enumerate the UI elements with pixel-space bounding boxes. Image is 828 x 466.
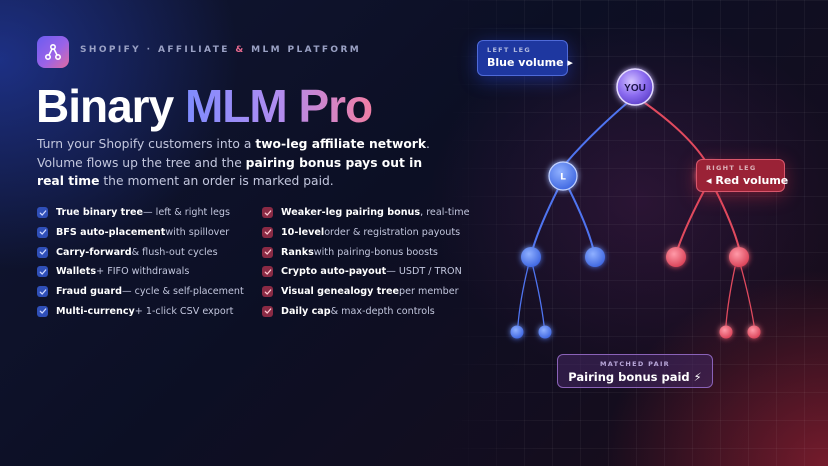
edge-ll-1	[517, 266, 529, 326]
feature-list-left: True binary tree — left & right legs BFS…	[37, 206, 244, 318]
node-root	[616, 68, 654, 106]
node-rl	[666, 247, 686, 267]
right-leg-tag: RIGHT LEG ◂ Red volume	[696, 159, 789, 192]
feature-bold: Visual genealogy tree	[281, 286, 400, 297]
left-leg-tag: LEFT LEG Blue volume ▸	[477, 40, 573, 76]
feature-item: Carry-forward & flush-out cycles	[37, 245, 244, 259]
feature-rest: — USDT / TRON	[386, 266, 462, 278]
brand-eyebrow: SHOPIFY · AFFILIATE & MLM PLATFORM	[80, 45, 361, 55]
matched-pair-tag: MATCHED PAIR Pairing bonus paid ⚡	[557, 354, 713, 388]
node-root-label: YOU	[624, 83, 646, 94]
node-rrr	[747, 325, 761, 339]
matched-pair-title: Pairing bonus paid ⚡	[568, 370, 702, 384]
node-lr	[585, 247, 605, 267]
brand-logo	[37, 36, 69, 68]
check-icon	[37, 246, 48, 258]
node-lll	[510, 325, 524, 339]
node-left	[548, 161, 578, 191]
check-icon	[37, 286, 48, 297]
check-icon	[37, 266, 48, 278]
feature-bold: Carry-forward	[56, 246, 132, 258]
feature-rest: & max-depth controls	[330, 305, 435, 317]
check-icon	[37, 207, 48, 219]
feature-item: True binary tree — left & right legs	[37, 206, 244, 220]
check-icon	[262, 286, 273, 297]
feature-list-right: Weaker-leg pairing bonus, real-time 10-l…	[262, 206, 470, 318]
hero-description: Turn your Shopify customers into a two-l…	[37, 135, 437, 191]
node-rr	[729, 247, 749, 267]
edge-root-left	[565, 102, 628, 164]
feature-item: Crypto auto-payout — USDT / TRON	[262, 265, 470, 279]
edge-root-right	[644, 102, 709, 166]
title-plain: Binary	[36, 80, 174, 132]
feature-rest: + 1-click CSV export	[134, 305, 234, 317]
feature-bold: Wallets	[56, 266, 97, 278]
edge-right-rl	[677, 188, 706, 249]
check-icon	[37, 226, 48, 238]
check-icon	[262, 305, 273, 317]
node-left-label: L	[560, 173, 566, 183]
edge-left-ll	[532, 188, 559, 249]
right-leg-title: ◂ Red volume	[706, 174, 789, 187]
title-gradient: MLM Pro	[184, 80, 373, 132]
check-icon	[262, 207, 273, 219]
feature-bold: Weaker-leg pairing bonus	[281, 207, 421, 219]
feature-bold: Fraud guard	[56, 286, 122, 297]
feature-rest: & flush-out cycles	[131, 246, 218, 258]
feature-rest: + FIFO withdrawals	[96, 266, 190, 278]
feature-bold: Multi-currency	[56, 305, 135, 317]
eyebrow-text-2: MLM PLATFORM	[251, 45, 362, 55]
desc-part: . Volume flows up the tree and the	[37, 137, 430, 170]
right-leg-caption: RIGHT LEG	[706, 164, 757, 172]
edge-rr-2	[740, 266, 755, 326]
feature-item: Weaker-leg pairing bonus, real-time	[262, 206, 470, 220]
check-icon	[262, 246, 273, 258]
feature-item: Ranks with pairing-bonus boosts	[262, 245, 470, 259]
feature-rest: , real-time	[420, 207, 470, 219]
feature-bold: Crypto auto-payout	[281, 266, 387, 278]
feature-rest: — left & right legs	[143, 207, 231, 219]
feature-item: BFS auto-placement with spillover	[37, 226, 244, 240]
feature-bold: Daily cap	[281, 305, 331, 317]
desc-bold: two-leg affiliate network	[255, 137, 427, 151]
feature-rest: per member	[399, 286, 459, 297]
feature-item: Wallets + FIFO withdrawals	[37, 265, 244, 279]
feature-bold: BFS auto-placement	[56, 226, 166, 238]
node-ll	[521, 247, 541, 267]
feature-rest: — cycle & self-placement	[121, 286, 244, 297]
feature-bold: True binary tree	[56, 207, 144, 219]
feature-rest: order & registration payouts	[324, 226, 461, 238]
eyebrow-ampersand: &	[235, 45, 246, 55]
check-icon	[262, 266, 273, 278]
node-llr	[538, 325, 552, 339]
feature-rest: with pairing-bonus boosts	[313, 246, 438, 258]
network-tree-icon	[44, 43, 62, 61]
left-leg-caption: LEFT LEG	[487, 46, 532, 54]
hero-title: Binary MLM Pro	[36, 78, 373, 134]
node-rrl	[719, 325, 733, 339]
feature-item: 10-level order & registration payouts	[262, 226, 470, 240]
check-icon	[262, 226, 273, 238]
desc-bold: pairing bonus pays out in real time	[37, 155, 423, 189]
edge-ll-2	[532, 266, 545, 326]
feature-item: Fraud guard — cycle & self-placement	[37, 285, 244, 299]
edge-rr-1	[725, 266, 736, 326]
feature-item: Multi-currency + 1-click CSV export	[37, 304, 244, 318]
left-leg-title: Blue volume ▸	[487, 56, 573, 69]
edge-right-rr	[714, 188, 740, 249]
edge-left-lr	[568, 188, 594, 249]
desc-part: the moment an order is marked paid.	[99, 174, 334, 188]
eyebrow-text-1: SHOPIFY · AFFILIATE	[80, 45, 230, 55]
desc-part: Turn your Shopify customers into a	[37, 137, 256, 151]
feature-bold: Ranks	[281, 246, 314, 258]
feature-item: Daily cap & max-depth controls	[262, 304, 470, 318]
feature-rest: with spillover	[165, 226, 230, 238]
feature-item: Visual genealogy tree per member	[262, 285, 470, 299]
check-icon	[37, 305, 48, 317]
feature-bold: 10-level	[281, 226, 325, 238]
matched-pair-caption: MATCHED PAIR	[600, 360, 670, 368]
